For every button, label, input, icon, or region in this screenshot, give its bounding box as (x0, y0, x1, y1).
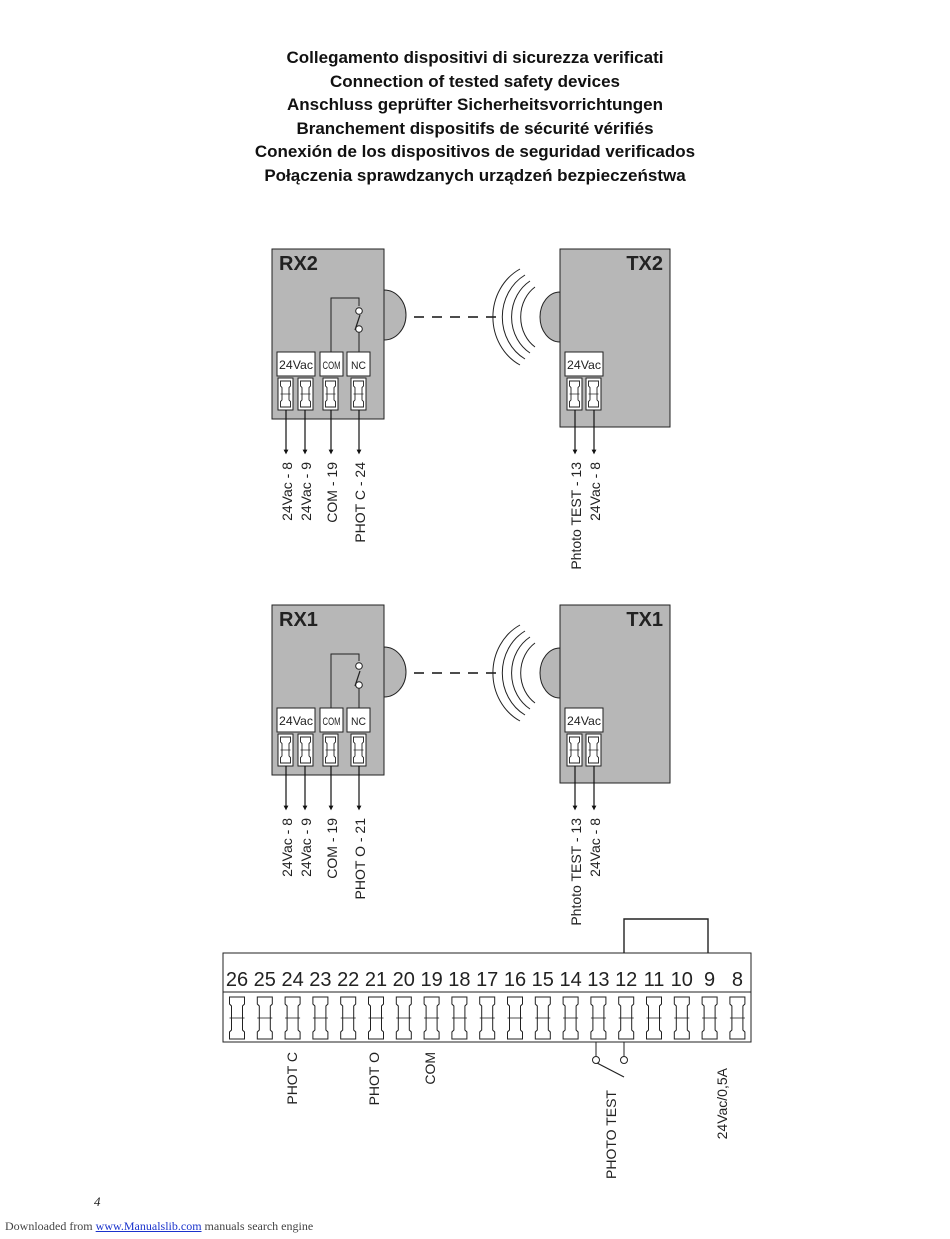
footer-suffix: manuals search engine (201, 1219, 314, 1233)
tx2-terminal-24vac: 24Vac (567, 358, 601, 372)
terminal-screw-14 (562, 996, 579, 1040)
terminal-screw-8 (729, 996, 746, 1040)
terminal-number-26: 26 (226, 969, 248, 991)
rx2-receiver: RX2 24Vac COM NC 24Vac - 8 24Vac - 9 COM… (271, 248, 407, 543)
rx1-terminal-nc: NC (351, 716, 366, 728)
terminal-number-22: 22 (337, 969, 359, 991)
terminal-number-9: 9 (704, 969, 715, 991)
terminal-number-21: 21 (365, 969, 387, 991)
tx2-wire-label: 24Vac - 8 (587, 462, 603, 521)
terminal-number-23: 23 (309, 969, 331, 991)
block-label-24vac: 24Vac/0,5A (714, 1067, 730, 1139)
terminal-screw-18 (451, 996, 468, 1040)
footer-prefix: Downloaded from (5, 1219, 96, 1233)
terminal-screw-26 (229, 996, 245, 1040)
rx1-name: RX1 (279, 609, 318, 631)
terminal-screw-19 (423, 996, 440, 1040)
terminal-number-10: 10 (671, 969, 693, 991)
terminal-screw-25 (256, 996, 273, 1040)
rx1-receiver: RX1 24Vac COM NC 24Vac - 8 24Vac - 9 COM… (271, 604, 407, 900)
tx2-wire-label: Phtoto TEST - 13 (568, 462, 584, 570)
title-german: Anschluss geprüfter Sicherheitsvorrichtu… (287, 95, 663, 114)
terminal-number-16: 16 (504, 969, 526, 991)
tx1-terminal-24vac: 24Vac (567, 714, 601, 728)
rx1-wire-label: 24Vac - 9 (298, 818, 314, 877)
title-spanish: Conexión de los dispositivos de segurida… (254, 142, 696, 161)
rx1-wire-label: 24Vac - 8 (279, 818, 295, 877)
tx1-name: TX1 (626, 609, 663, 631)
terminal-number-24: 24 (281, 969, 303, 991)
rx2-wire-label: COM - 19 (324, 462, 340, 523)
terminal-number-25: 25 (254, 969, 276, 991)
terminal-screw-16 (507, 996, 523, 1040)
rx1-wire-label: COM - 19 (324, 818, 340, 879)
terminal-number-13: 13 (587, 969, 609, 991)
tx1-wire-label: Phtoto TEST - 13 (568, 818, 584, 926)
title-french: Branchement dispositifs de sécurité véri… (296, 118, 654, 138)
block-label-phot-c: PHOT C (284, 1052, 300, 1105)
signal-waves-icon (492, 624, 536, 722)
terminal-screw-12 (618, 996, 635, 1040)
terminal-screw-23 (312, 996, 329, 1040)
block-label-photo-test: PHOTO TEST (603, 1090, 619, 1179)
terminal-number-8: 8 (732, 969, 743, 991)
terminal-screw-22 (340, 996, 357, 1040)
rx1-wire-label: PHOT O - 21 (352, 818, 368, 900)
jumper-wire (623, 918, 709, 953)
block-label-phot-o: PHOT O (366, 1052, 382, 1106)
title-polish: Połączenia sprawdzanych urządzeń bezpiec… (264, 165, 686, 185)
terminal-screw-15 (534, 996, 551, 1040)
tx1-transmitter: TX1 24Vac Phtoto TEST - 13 24Vac - 8 (492, 604, 671, 926)
footer: Downloaded from www.Manualslib.com manua… (5, 1219, 313, 1234)
terminal-screw-10 (673, 996, 690, 1040)
terminal-number-15: 15 (532, 969, 554, 991)
terminal-number-18: 18 (448, 969, 470, 991)
tx1-wire-label: 24Vac - 8 (587, 818, 603, 877)
page-number: 4 (94, 1194, 101, 1209)
title-italian: Collegamento dispositivi di sicurezza ve… (286, 48, 664, 67)
rx2-terminal-com: COM (323, 360, 341, 372)
terminal-number-19: 19 (420, 969, 442, 991)
terminal-screw-11 (646, 996, 662, 1040)
rx2-terminal-nc: NC (351, 360, 366, 372)
tx2-transmitter: TX2 24Vac Phtoto TEST - 13 24Vac - 8 (492, 248, 671, 570)
rx2-name: RX2 (279, 253, 318, 275)
rx1-terminal-24vac: 24Vac (279, 714, 313, 728)
rx2-wire-label: 24Vac - 8 (279, 462, 295, 521)
rx2-wire-label: 24Vac - 9 (298, 462, 314, 521)
terminal-screw-24 (284, 996, 301, 1040)
rx1-terminal-com: COM (323, 716, 341, 728)
signal-waves-icon (492, 268, 536, 366)
terminal-number-20: 20 (393, 969, 415, 991)
title-english: Connection of tested safety devices (329, 71, 621, 91)
terminal-screw-21 (368, 996, 384, 1040)
terminal-screw-20 (395, 996, 412, 1040)
manualslib-link[interactable]: www.Manualslib.com (95, 1219, 202, 1233)
rx2-wire-label: PHOT C - 24 (352, 462, 368, 543)
terminal-screw-17 (479, 996, 496, 1040)
terminal-screw-9 (701, 996, 718, 1040)
terminal-number-14: 14 (559, 969, 581, 991)
tx2-name: TX2 (626, 253, 663, 275)
block-label-com: COM (422, 1052, 438, 1085)
terminal-screw-13 (590, 996, 607, 1040)
terminal-number-17: 17 (476, 969, 498, 991)
title-block: Collegamento dispositivi di sicurezza ve… (0, 46, 950, 187)
terminal-number-12: 12 (615, 969, 637, 991)
rx2-terminal-24vac: 24Vac (279, 358, 313, 372)
terminal-number-11: 11 (644, 969, 665, 991)
photo-test-switch-icon (592, 1042, 628, 1078)
